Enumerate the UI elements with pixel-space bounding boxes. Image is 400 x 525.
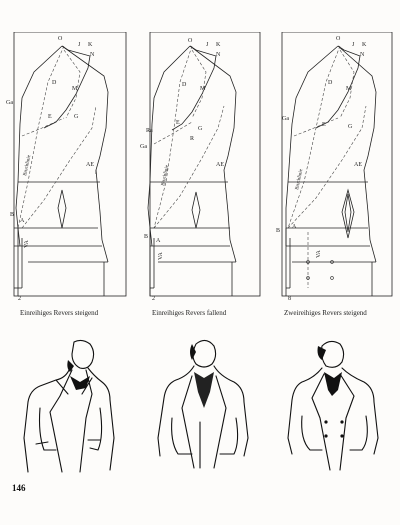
label-point-k: K (88, 42, 93, 48)
label-point-m: M (200, 86, 206, 92)
label-point-ga: Ga (140, 144, 147, 150)
label-point-ae: AE (216, 162, 224, 168)
label-panel-number: 2 (152, 296, 155, 302)
label-point-e: E (176, 120, 180, 126)
label-point-k: K (216, 42, 221, 48)
label-point-b: B (10, 212, 14, 218)
label-point-j: J (206, 42, 209, 48)
label-point-d: D (182, 82, 187, 88)
label-point-e: E (322, 122, 326, 128)
page-number: 146 (12, 483, 26, 493)
label-panel-number: 8 (288, 296, 291, 302)
label-point-j: J (78, 42, 81, 48)
label-point-o: O (188, 38, 193, 44)
label-point-n: N (90, 52, 95, 58)
label-point-n: N (360, 52, 365, 58)
label-va: VA (316, 249, 322, 258)
label-point-g: G (198, 126, 203, 132)
label-roll-line: Bruchlinie (23, 154, 32, 176)
label-point-r: R (190, 136, 194, 142)
label-point-m: M (72, 86, 78, 92)
label-point-d: D (52, 80, 57, 86)
fashion-sketch-double-rising (287, 340, 379, 471)
label-point-g: G (348, 124, 353, 130)
label-point-a: A (292, 224, 297, 230)
label-point-a: A (156, 238, 161, 244)
label-point-ga: Ga (282, 116, 289, 122)
label-point-b: B (276, 228, 280, 234)
label-point-m: M (346, 86, 352, 92)
label-roll-line: Bruchlinie (161, 164, 170, 186)
caption-single-rising: Einreihiges Revers steigend (20, 309, 99, 317)
caption-double-rising: Zweireihiges Revers steigend (284, 309, 367, 317)
label-point-g: G (74, 114, 79, 120)
label-point-n: N (216, 52, 221, 58)
pattern-draft-double-breasted-rising: O J K N D M G Ga E AE B A 8 VA Bruchlini… (276, 32, 393, 302)
label-point-ae: AE (86, 162, 94, 168)
label-point-ae: AE (354, 162, 362, 168)
label-point-o: O (336, 36, 341, 42)
label-point-o: O (58, 36, 63, 42)
fashion-sketch-single-falling (157, 339, 249, 469)
label-va: VA (24, 239, 30, 248)
pattern-draft-single-breasted-falling: O J K N D M G Ga Ra R E AE B A 2 VA Bruc… (140, 32, 261, 302)
label-point-b: B (144, 234, 148, 240)
label-point-j: J (352, 42, 355, 48)
fashion-sketch-single-rising (23, 339, 115, 473)
caption-single-falling: Einreihiges Revers fallend (152, 309, 227, 317)
label-point-e: E (48, 114, 52, 120)
pattern-draft-single-breasted-rising: O J K N D M G Ga E AE B A 2 VA Bruchlini… (6, 32, 127, 302)
label-point-d: D (328, 80, 333, 86)
label-point-k: K (362, 42, 367, 48)
label-panel-number: 2 (18, 296, 21, 302)
label-point-ga: Ga (6, 100, 13, 106)
label-roll-line: Bruchlinie (295, 168, 304, 190)
label-point-a: A (20, 218, 25, 224)
label-va: VA (158, 251, 164, 260)
label-point-ra: Ra (146, 128, 153, 134)
